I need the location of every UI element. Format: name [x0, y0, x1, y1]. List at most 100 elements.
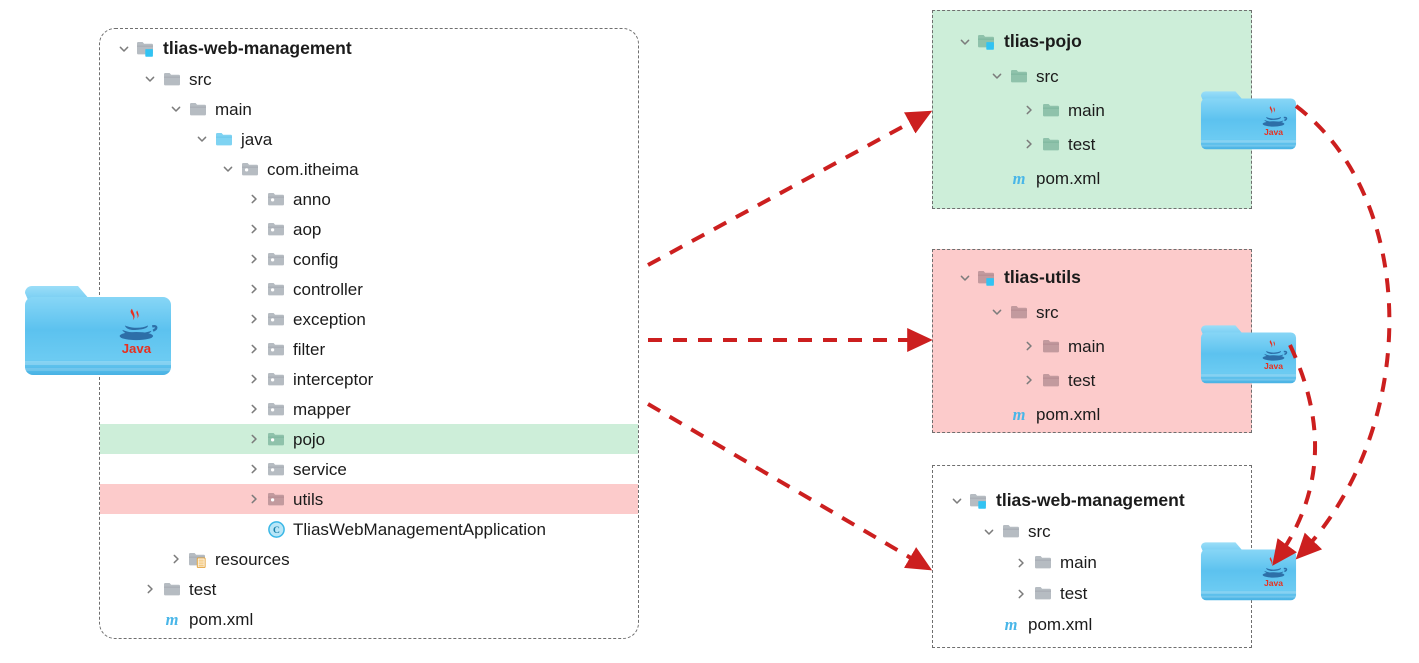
maven-pom-icon: m: [1007, 405, 1031, 424]
svg-text:Java: Java: [122, 341, 152, 356]
tree-row-src[interactable]: src: [933, 295, 1251, 329]
tree-row-label: tlias-utils: [1004, 267, 1081, 288]
tree-row-anno[interactable]: anno: [100, 184, 638, 214]
tree-row-interceptor[interactable]: interceptor: [100, 364, 638, 394]
chevron-right-icon[interactable]: [1019, 340, 1039, 352]
tree-row-label: src: [189, 69, 212, 89]
tree-row-src[interactable]: src: [100, 64, 638, 94]
chevron-down-icon[interactable]: [955, 36, 975, 48]
tree-row-java[interactable]: java: [100, 124, 638, 154]
chevron-down-icon[interactable]: [987, 306, 1007, 318]
chevron-down-icon[interactable]: [955, 272, 975, 284]
tree-row-label: pom.xml: [1036, 168, 1101, 188]
tree-row-label: filter: [293, 339, 326, 359]
tree-row-label: pom.xml: [1036, 404, 1101, 424]
chevron-down-icon[interactable]: [166, 103, 186, 115]
tree-row-tlias-web-management[interactable]: tlias-web-management: [100, 34, 638, 64]
tree-row-aop[interactable]: aop: [100, 214, 638, 244]
chevron-right-icon[interactable]: [1019, 138, 1039, 150]
tree-row-label: src: [1028, 522, 1051, 541]
chevron-right-icon[interactable]: [244, 253, 264, 265]
chevron-down-icon[interactable]: [987, 70, 1007, 82]
chevron-right-icon[interactable]: [244, 433, 264, 445]
tree-row-exception[interactable]: exception: [100, 304, 638, 334]
tree-row-pom.xml[interactable]: m pom.xml: [933, 397, 1251, 431]
tree-row-mapper[interactable]: mapper: [100, 394, 638, 424]
tree-row-test[interactable]: test: [933, 127, 1251, 161]
tree-row-test[interactable]: test: [933, 578, 1251, 609]
tree-row-com.itheima[interactable]: com.itheima: [100, 154, 638, 184]
chevron-down-icon[interactable]: [114, 43, 134, 55]
resources-folder-icon: [186, 550, 210, 569]
svg-text:m: m: [166, 610, 179, 629]
tree-row-src[interactable]: src: [933, 516, 1251, 547]
source-folder-icon: [212, 130, 236, 149]
chevron-right-icon[interactable]: [1011, 588, 1031, 600]
chevron-right-icon[interactable]: [244, 343, 264, 355]
chevron-right-icon[interactable]: [244, 313, 264, 325]
chevron-down-icon[interactable]: [979, 526, 999, 538]
tree-row-pom.xml[interactable]: m pom.xml: [933, 161, 1251, 195]
chevron-right-icon[interactable]: [244, 463, 264, 475]
tree-row-controller[interactable]: controller: [100, 274, 638, 304]
tree-row-service[interactable]: service: [100, 454, 638, 484]
maven-pom-icon: m: [999, 615, 1023, 634]
folder-icon: [1007, 303, 1031, 322]
chevron-right-icon[interactable]: [140, 583, 160, 595]
tree-row-pojo[interactable]: pojo: [100, 424, 638, 454]
chevron-down-icon[interactable]: [218, 163, 238, 175]
chevron-right-icon[interactable]: [166, 553, 186, 565]
tree-row-main[interactable]: main: [100, 94, 638, 124]
chevron-right-icon[interactable]: [244, 223, 264, 235]
chevron-right-icon[interactable]: [244, 283, 264, 295]
svg-text:m: m: [1013, 169, 1026, 188]
package-folder-icon: [264, 340, 288, 359]
chevron-right-icon[interactable]: [244, 193, 264, 205]
chevron-right-icon[interactable]: [1011, 557, 1031, 569]
tree-row-config[interactable]: config: [100, 244, 638, 274]
tree-row-filter[interactable]: filter: [100, 334, 638, 364]
tree-row-tlias-web-management[interactable]: tlias-web-management: [933, 485, 1251, 516]
tree-row-label: main: [1060, 553, 1097, 572]
tree-row-label: java: [241, 129, 273, 149]
chevron-right-icon[interactable]: [244, 373, 264, 385]
tree-row-label: pojo: [293, 429, 326, 449]
folder-icon: [1031, 584, 1055, 603]
tree-row-src[interactable]: src: [933, 59, 1251, 93]
svg-text:Java: Java: [1264, 578, 1283, 588]
tree-row-label: tlias-pojo: [1004, 31, 1082, 52]
chevron-down-icon[interactable]: [140, 73, 160, 85]
folder-icon: [1039, 337, 1063, 356]
tree-row-test[interactable]: test: [100, 574, 638, 604]
chevron-right-icon[interactable]: [1019, 104, 1039, 116]
java-folder-source: Java: [22, 281, 174, 384]
svg-text:Java: Java: [1264, 361, 1283, 371]
tree-row-tlias-utils[interactable]: tlias-utils: [933, 261, 1251, 295]
tree-row-main[interactable]: main: [933, 93, 1251, 127]
tree-row-tlias-pojo[interactable]: tlias-pojo: [933, 25, 1251, 59]
chevron-down-icon[interactable]: [947, 495, 967, 507]
tree-row-TliasWebManagementApplication[interactable]: C TliasWebManagementApplication: [100, 514, 638, 544]
tree-row-label: TliasWebManagementApplication: [293, 519, 546, 539]
module-folder-icon: [975, 32, 999, 52]
tree-row-resources[interactable]: resources: [100, 544, 638, 574]
tree-row-label: test: [1068, 134, 1096, 154]
tree-row-label: exception: [293, 309, 366, 329]
tree-row-test[interactable]: test: [933, 363, 1251, 397]
chevron-right-icon[interactable]: [1019, 374, 1039, 386]
chevron-right-icon[interactable]: [244, 403, 264, 415]
tree-row-utils[interactable]: utils: [100, 484, 638, 514]
folder-icon: [1007, 67, 1031, 86]
svg-text:C: C: [273, 525, 280, 536]
tree-row-main[interactable]: main: [933, 329, 1251, 363]
chevron-right-icon[interactable]: [244, 493, 264, 505]
chevron-down-icon[interactable]: [192, 133, 212, 145]
package-folder-icon: [264, 280, 288, 299]
tree-row-label: aop: [293, 219, 322, 239]
tree-row-main[interactable]: main: [933, 547, 1251, 578]
